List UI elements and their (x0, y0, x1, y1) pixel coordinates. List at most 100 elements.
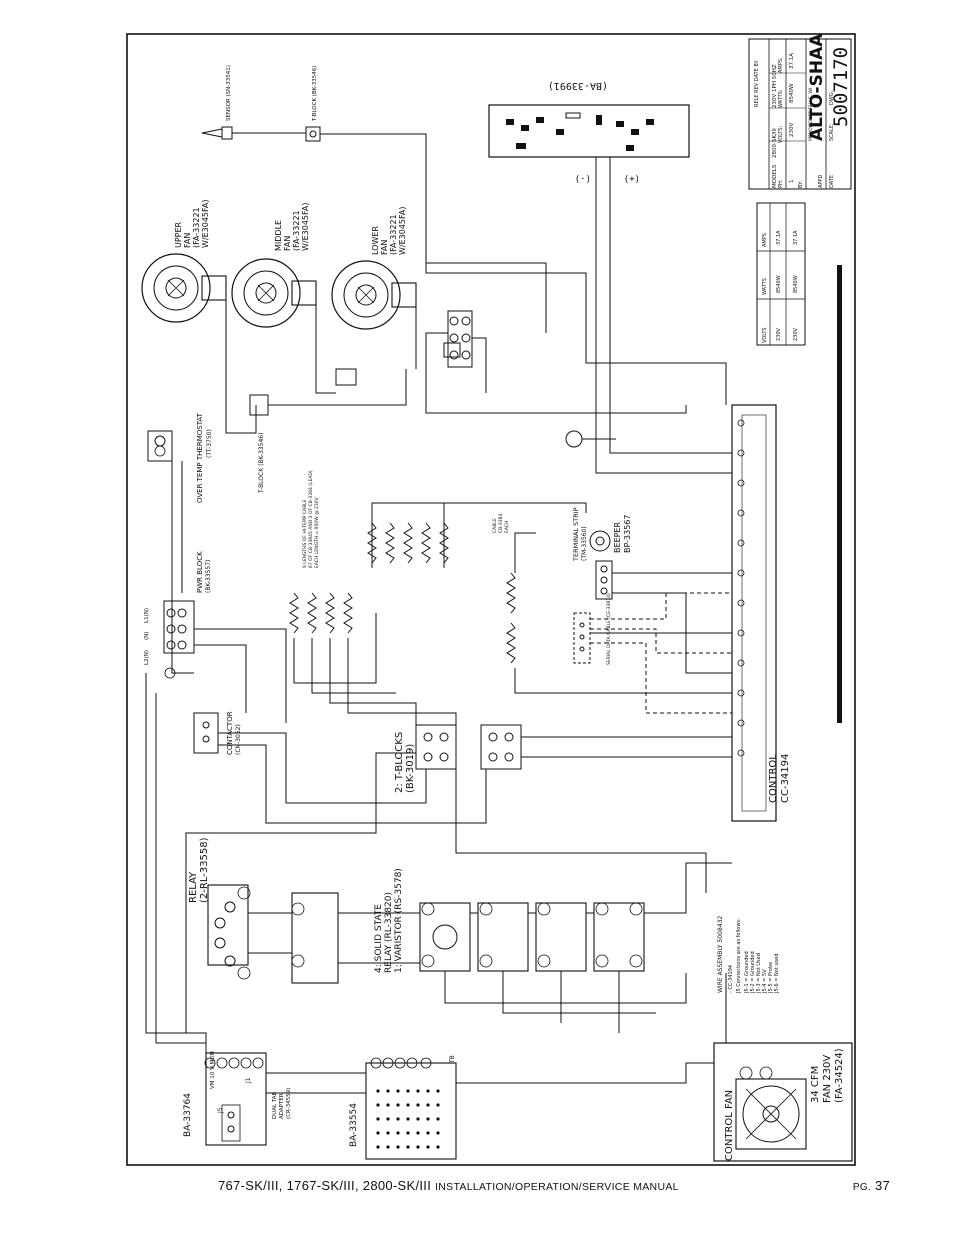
footer-manual: INSTALLATION/OPERATION/SERVICE MANUAL (435, 1181, 679, 1193)
lower-fan-label: LOWER (371, 226, 380, 255)
footer-title: 767-SK/III, 1767-SK/III, 2800-SK/III INS… (218, 1178, 679, 1193)
pwr-in-n: (N) (144, 632, 150, 640)
svg-text:(CN-3052): (CN-3052) (235, 724, 242, 755)
relay: RELAY (2-RL-33558) (188, 837, 249, 967)
ba-33764-board: BA-33764 VM 10 V MON J1 J5 DUAL TAB ADAP… (183, 1051, 292, 1146)
svg-text:W/E3045FA): W/E3045FA) (398, 207, 407, 255)
beeper-top (565, 430, 616, 448)
pwr-in-l1: L1(N) (144, 608, 150, 623)
svg-text:RELAY (RL-33820): RELAY (RL-33820) (384, 892, 394, 973)
rating-cell: 37.1A (776, 230, 782, 245)
tb-label: TB (449, 1055, 456, 1064)
heating-elements: 9 LENGTHS OF HI-TEMP CABLE 67 OF CB-3384… (289, 470, 516, 664)
rating-table: VOLTS WATTS AMPS 230V 8540W 37.1A 230V 8… (756, 202, 806, 346)
scale-label: SCALE: (829, 123, 835, 141)
power-block: PWR BLOCK (BK-33557) L1(N) (N) L2(N) (144, 551, 212, 665)
terminal-strip: TERMINAL STRIP (TM-33560) (572, 507, 613, 600)
j5-label: J5 (217, 1107, 224, 1114)
upper-fan-label: UPPER (174, 221, 183, 248)
watts-label: WATTS: (778, 89, 784, 108)
brand-logo: ALTO-SHAAM (807, 33, 827, 141)
svg-text:J5-6 = Not used: J5-6 = Not used (774, 954, 780, 994)
lower-fan: LOWER FAN (FA-33221 W/E3045FA) (331, 207, 417, 330)
rating-cell: 230V (776, 327, 782, 341)
upper-fan: UPPER FAN (FA-33221 W/E3045FA) (141, 200, 227, 323)
svg-text:(FA-34524): (FA-34524) (834, 1048, 845, 1103)
svg-text:FAN: FAN (183, 233, 192, 248)
svg-text:CB-3384: CB-3384 (498, 514, 504, 533)
wiring-diagram: RELE REV DATE BY MODELS 2800-SK/III 230V… (126, 33, 856, 1166)
svg-text:ADAPTER: ADAPTER (279, 1093, 285, 1119)
svg-text:(FA-33221: (FA-33221 (192, 207, 201, 248)
appd-label: APPD (818, 175, 824, 188)
connector-grid (376, 1089, 440, 1149)
pcb-positive: (+) (624, 173, 640, 183)
beeper-label: BEEPER (613, 522, 622, 553)
drawing-number: 5007170 (830, 47, 852, 127)
heater-note: 9 LENGTHS OF HI-TEMP CABLE (302, 499, 308, 568)
rating-header-amps: AMPS (762, 233, 768, 247)
svg-text:34 CFM: 34 CFM (810, 1066, 821, 1103)
relay-label: RELAY (188, 871, 199, 903)
models-value: 2800-SK/III (772, 128, 778, 158)
serial-wiring (590, 592, 732, 714)
rating-cell: 230V (793, 327, 799, 341)
tblock-top: T-BLOCK (BK-33546) (305, 66, 321, 142)
svg-text:(CR-34559): (CR-34559) (286, 1088, 292, 1119)
terminal-strip-label: TERMINAL STRIP (572, 507, 580, 562)
serial-cable: SERIAL DATA CABLE (CE-33874) (573, 593, 612, 665)
svg-text:J5-5 = Probe: J5-5 = Probe (768, 962, 774, 994)
brand-sub: MENOMONEE FALLS, WI (808, 88, 814, 141)
svg-text:BP-33567: BP-33567 (623, 515, 632, 553)
volts-value: 230V (789, 123, 795, 137)
control-board: CONTROL CC-34194 (731, 404, 791, 822)
rev-label: RELE REV DATE BY (754, 59, 760, 107)
middle-fan: MIDDLE FAN (FA-33221 W/E3045FA) (231, 203, 317, 328)
wire-assembly-notes: WIRE ASSEMBLY 5008432 - CC-34194 J5 Conn… (717, 916, 780, 994)
models-label: MODELS (772, 164, 778, 188)
svg-text:EACH LENGTH = 950W @ 230V: EACH LENGTH = 950W @ 230V (314, 496, 320, 568)
control-fan: CONTROL FAN 34 CFM FAN 230V (FA-34524) (713, 1042, 853, 1162)
date-label: DATE (829, 175, 835, 188)
svg-text:J5-1 = Grounded: J5-1 = Grounded (744, 951, 750, 994)
ph-label: PH: (778, 179, 784, 188)
rating-header-watts: WATTS (762, 278, 768, 295)
page-prefix: PG. (852, 1182, 872, 1193)
diagram-frame (126, 33, 856, 1166)
svg-text:W/E3045FA): W/E3045FA) (201, 200, 210, 248)
svg-text:1: VARISTOR (RS-3578): 1: VARISTOR (RS-3578) (394, 868, 404, 973)
svg-text:67 OF CB-33845 AND 3 OF CB-338: 67 OF CB-33845 AND 3 OF CB-3384 (LEAD) (308, 470, 314, 568)
ba-33554-label: BA-33554 (349, 1103, 359, 1147)
watts-value: 8540W (789, 83, 795, 103)
over-temp-thermostat: OVER TEMP THERMOSTAT (TT-3750) (147, 412, 213, 503)
tblocks-label: 2: T-BLOCKS (394, 732, 405, 793)
sensor-label: SENSOR (SN-33541) (226, 65, 232, 121)
j1-label: J1 (245, 1077, 252, 1084)
rating-cell: 8540W (793, 275, 799, 293)
title-block: RELE REV DATE BY MODELS 2800-SK/III 230V… (748, 33, 852, 190)
svg-text:(FA-33221: (FA-33221 (292, 210, 301, 251)
amps-value: 37.1A (789, 53, 795, 69)
overtemp-label: OVER TEMP THERMOSTAT (196, 412, 204, 503)
svg-text:FAN: FAN (283, 236, 292, 251)
svg-text:J5-3 = Not Used: J5-3 = Not Used (756, 953, 762, 994)
cable-note: CABLE (492, 518, 498, 533)
svg-text:(TT-3750): (TT-3750) (206, 429, 213, 458)
pcb-board: (BA-33991) (-) (+) (488, 80, 690, 183)
rating-cell: 8540W (776, 275, 782, 293)
page-number-value: 37 (874, 1178, 890, 1193)
sensor: SENSOR (SN-33541) (201, 65, 306, 140)
svg-text:EACH: EACH (504, 521, 510, 533)
ssr-label: 4: SOLID STATE (374, 904, 384, 973)
ph-value: 1 (789, 180, 795, 184)
tblocks: 2: T-BLOCKS (BK-3019) (394, 724, 522, 793)
svg-text:FAN: FAN (380, 240, 389, 255)
terminals (154, 419, 773, 1080)
dual-tab-label: DUAL TAB (272, 1091, 278, 1119)
wire-assembly-title: WIRE ASSEMBLY 5008432 (717, 916, 724, 993)
svg-text:(FA-33221: (FA-33221 (389, 214, 398, 255)
svg-text:(TM-33560): (TM-33560) (581, 526, 588, 561)
wiring (145, 133, 732, 1094)
control-part: CC-34194 (780, 754, 791, 803)
page-number: PG. 37 (853, 1178, 890, 1193)
